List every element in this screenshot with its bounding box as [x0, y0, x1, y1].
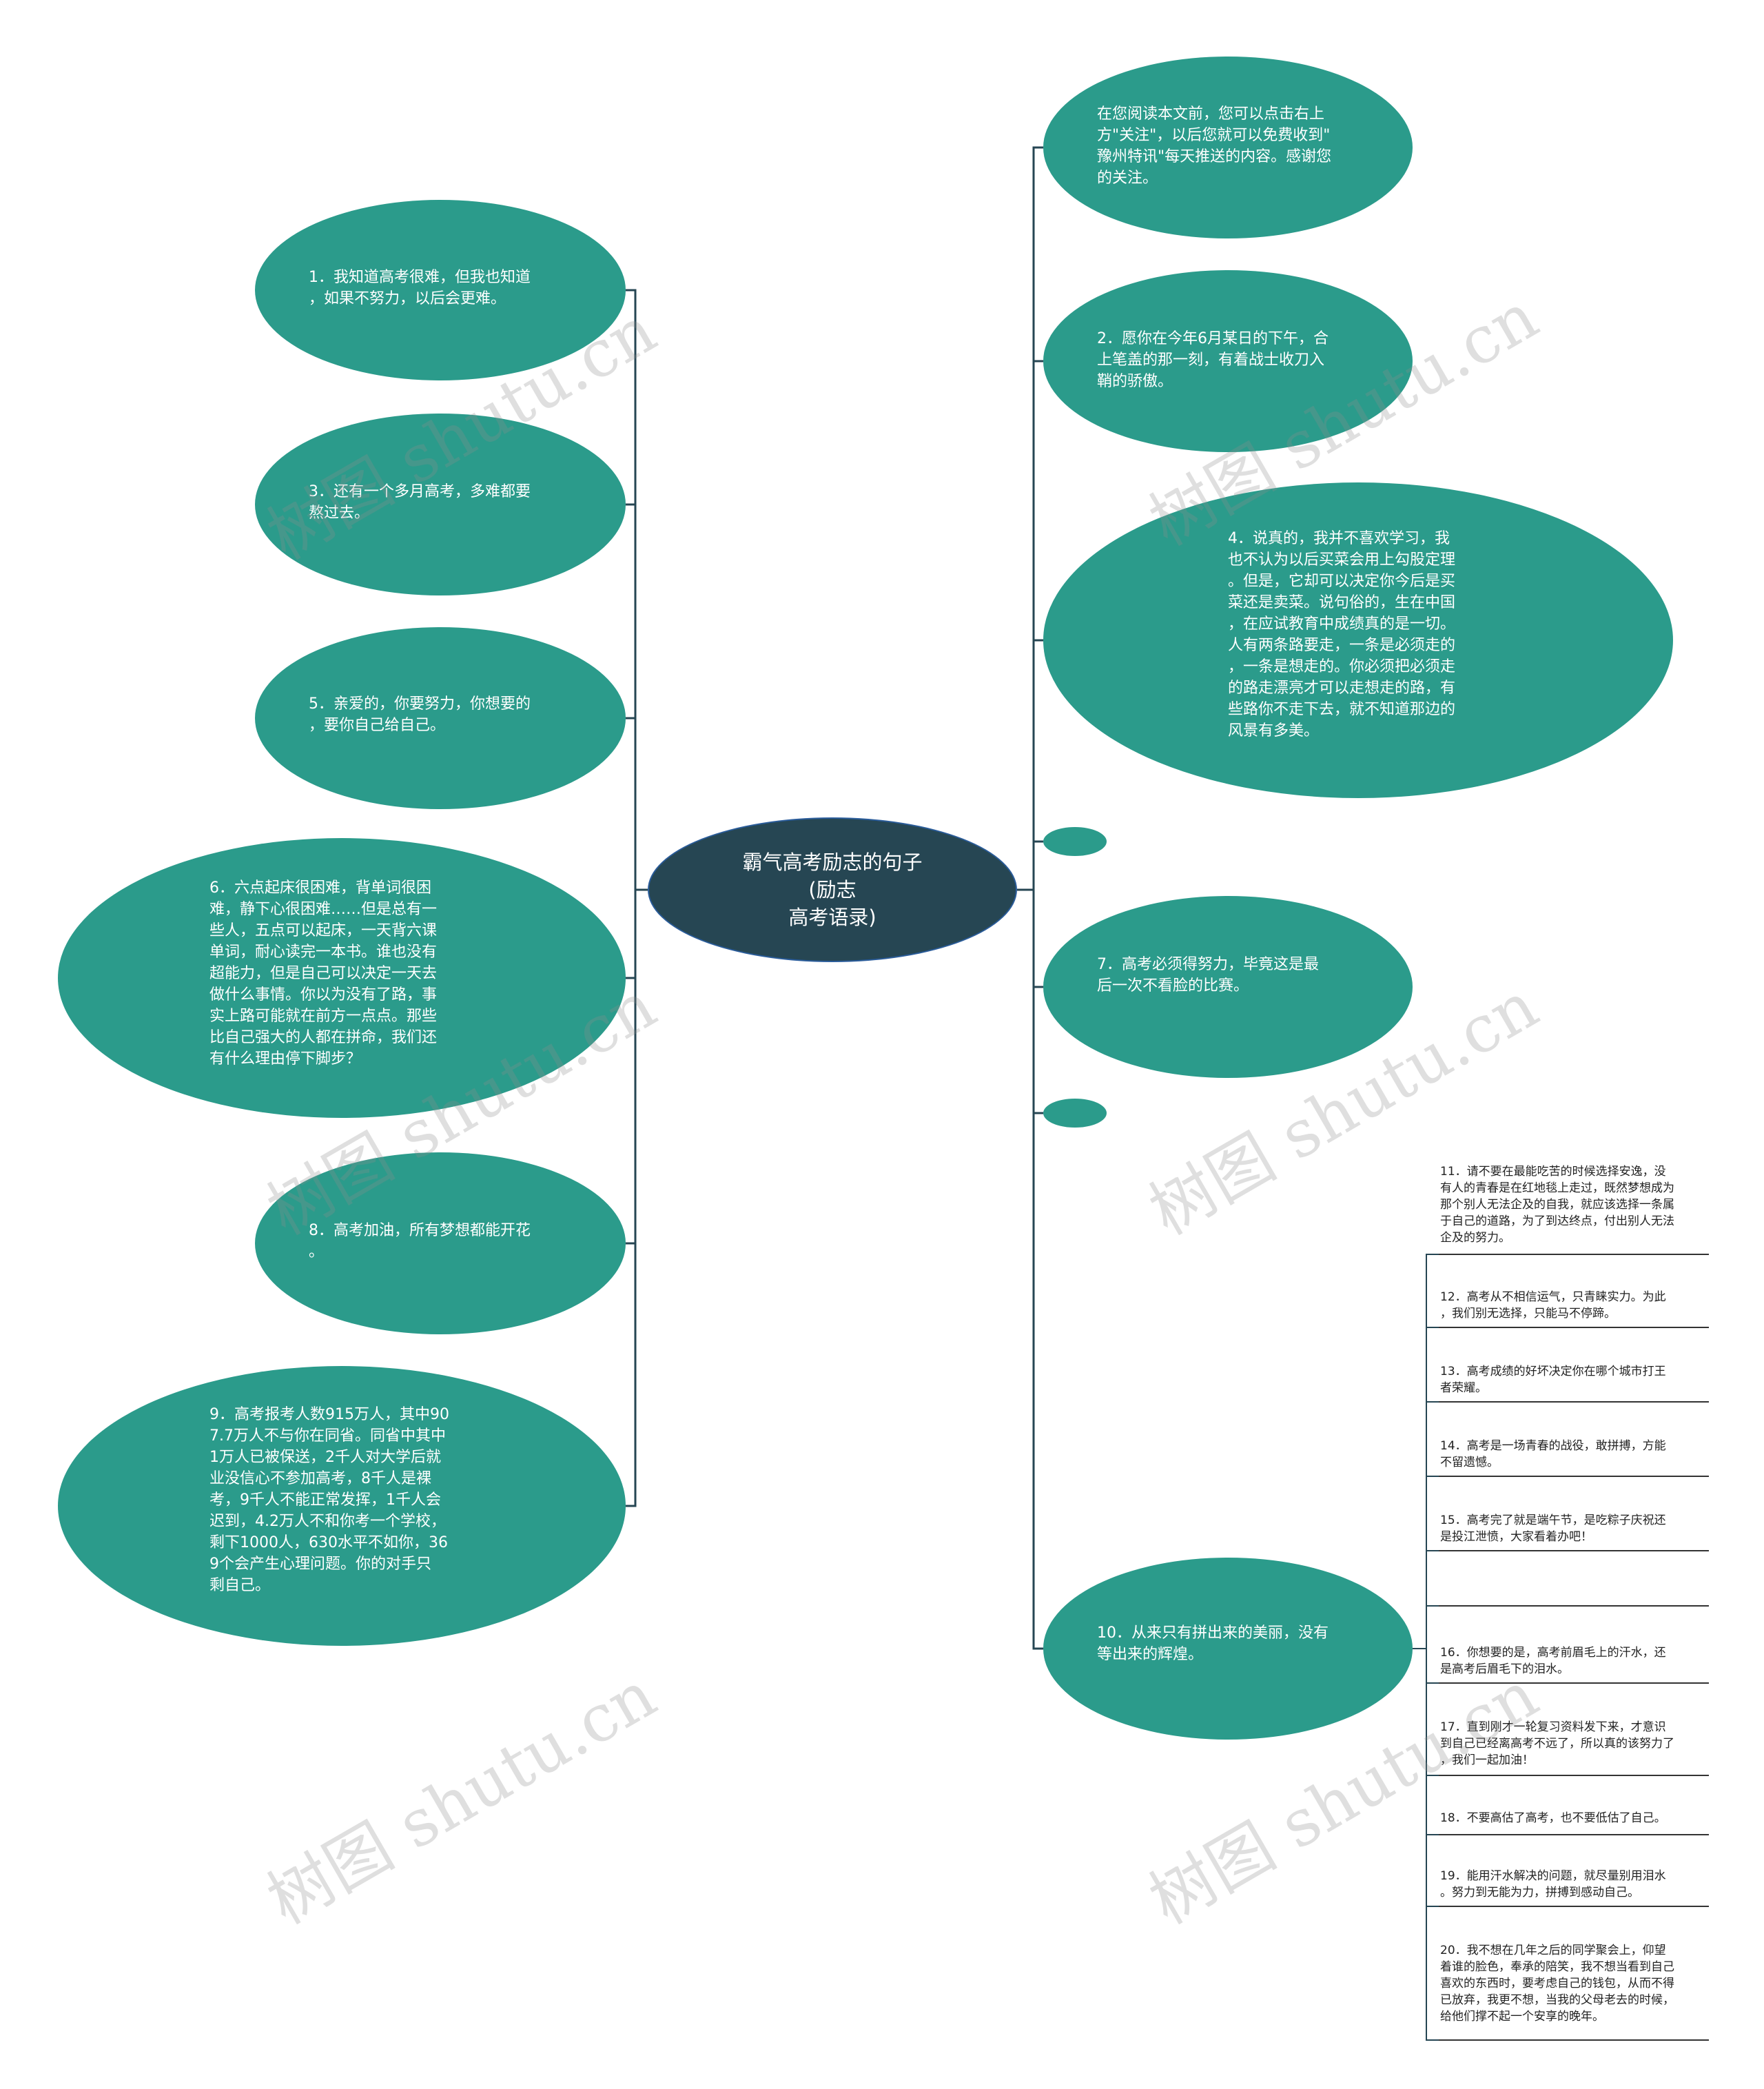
left-topic-label-1: 1．我知道高考很难，但我也知道 ，如果不努力，以后会更难。	[309, 269, 531, 307]
branch-line-right-1	[1017, 146, 1043, 891]
sub-leaf-12[interactable]: 12．高考从不相信运气，只青睐实力。为此 ，我们别无选择，只能马不停蹄。	[1440, 1290, 1666, 1321]
branch-line-right-7	[1017, 888, 1043, 1650]
right-topic-label-4: 4．说真的，我并不喜欢学习，我 也不认为以后买菜会用上勾股定理 。但是，它却可以…	[1228, 530, 1456, 740]
sub-leaf-16[interactable]: 16．你想要的是，高考前眉毛上的汗水，还 是高考后眉毛下的泪水。	[1440, 1646, 1666, 1676]
sub-leaf-13[interactable]: 13．高考成绩的好坏决定你在哪个城市打王 者荣耀。	[1440, 1365, 1666, 1395]
right-topic-label-10: 10．从来只有拼出来的美丽，没有 等出来的辉煌。	[1097, 1624, 1329, 1663]
branch-line-left-6	[626, 888, 648, 1507]
left-topic-label-5: 5．亲爱的，你要努力，你想要的 ，要你自己给自己。	[309, 695, 531, 734]
sub-leaf-11[interactable]: 11．请不要在最能吃苦的时候选择安逸，没 有人的青春是在红地毯上走过，既然梦想成…	[1440, 1165, 1674, 1245]
right-topic-node-2[interactable]: 2．愿你在今年6月某日的下午，合 上笔盖的那一刻，有着战士收刀入 鞘的骄傲。	[1043, 270, 1413, 452]
branch-line-right-5	[1017, 888, 1043, 988]
right-topic-node-7[interactable]: 7．高考必须得努力，毕竟这是最 后一次不看脸的比赛。	[1043, 896, 1413, 1078]
right-empty-node-b[interactable]	[1043, 1099, 1107, 1128]
leaf-connector-6	[1413, 1605, 1439, 1649]
central-topic-label: 霸气高考励志的句子(励志 高考语录)	[742, 850, 923, 929]
sub-leaf-18[interactable]: 18．不要高估了高考，也不要低估了自己。	[1440, 1811, 1666, 1825]
left-topic-label-8: 8．高考加油，所有梦想都能开花 。	[309, 1222, 531, 1261]
leaf-connector-11	[1413, 1648, 1439, 2041]
sub-leaf-20[interactable]: 20．我不想在几年之后的同学聚会上，仰望 着谁的脸色，奉承的陪笑，我不想当看到自…	[1440, 1944, 1674, 2024]
left-topic-node-1[interactable]: 1．我知道高考很难，但我也知道 ，如果不努力，以后会更难。	[255, 200, 626, 380]
right-topic-label-7: 7．高考必须得努力，毕竟这是最 后一次不看脸的比赛。	[1097, 956, 1319, 995]
sub-leaf-15[interactable]: 15．高考完了就是端午节，是吃粽子庆祝还 是投江泄愤，大家看着办吧！	[1440, 1514, 1666, 1544]
left-topic-node-6[interactable]: 6．六点起床很困难，背单词很困 难，静下心很困难……但是总有一 些人，五点可以起…	[58, 838, 626, 1118]
branch-line-left-3	[626, 717, 648, 891]
sub-leaf-19[interactable]: 19．能用汗水解决的问题，就尽量别用泪水 。努力到无能为力，拼搏到感动自己。	[1440, 1869, 1666, 1899]
right-topic-label-intro: 在您阅读本文前，您可以点击右上 方"关注"，以后您就可以免费收到" 豫州特讯"每…	[1097, 105, 1332, 187]
branch-line-right-3	[1017, 639, 1043, 891]
left-topic-label-6: 6．六点起床很困难，背单词很困 难，静下心很困难……但是总有一 些人，五点可以起…	[209, 879, 438, 1068]
sub-leaf-14[interactable]: 14．高考是一场青春的战役，敢拼搏，方能 不留遗憾。	[1440, 1439, 1666, 1469]
left-topic-label-3: 3．还有一个多月高考，多难都要 熬过去。	[309, 483, 531, 522]
right-topic-node-intro[interactable]: 在您阅读本文前，您可以点击右上 方"关注"，以后您就可以免费收到" 豫州特讯"每…	[1043, 57, 1413, 238]
left-topic-node-3[interactable]: 3．还有一个多月高考，多难都要 熬过去。	[255, 414, 626, 595]
right-topic-node-10[interactable]: 10．从来只有拼出来的美丽，没有 等出来的辉煌。	[1043, 1558, 1413, 1740]
branch-line-left-4	[626, 888, 648, 979]
branch-line-left-1	[626, 289, 648, 891]
branch-line-left-2	[626, 503, 648, 891]
right-empty-node-a[interactable]	[1043, 827, 1107, 856]
right-topic-node-4[interactable]: 4．说真的，我并不喜欢学习，我 也不认为以后买菜会用上勾股定理 。但是，它却可以…	[1043, 482, 1673, 798]
central-topic-node[interactable]: 霸气高考励志的句子(励志 高考语录)	[648, 817, 1017, 962]
right-topic-label-2: 2．愿你在今年6月某日的下午，合 上笔盖的那一刻，有着战士收刀入 鞘的骄傲。	[1097, 330, 1329, 390]
left-topic-node-5[interactable]: 5．亲爱的，你要努力，你想要的 ，要你自己给自己。	[255, 627, 626, 809]
left-topic-label-9: 9．高考报考人数915万人，其中90 7.7万人不与你在同省。同省中其中 1万人…	[209, 1406, 449, 1594]
branch-line-right-6	[1017, 888, 1043, 1114]
left-topic-node-8[interactable]: 8．高考加油，所有梦想都能开花 。	[255, 1152, 626, 1334]
branch-line-left-5	[626, 888, 648, 1245]
branch-line-right-2	[1017, 360, 1043, 891]
sub-leaf-17[interactable]: 17．直到刚才一轮复习资料发下来，才意识 到自己已经离高考不远了，所以真的该努力…	[1440, 1720, 1674, 1767]
branch-line-right-4	[1017, 840, 1043, 891]
left-topic-node-9[interactable]: 9．高考报考人数915万人，其中90 7.7万人不与你在同省。同省中其中 1万人…	[58, 1366, 626, 1646]
